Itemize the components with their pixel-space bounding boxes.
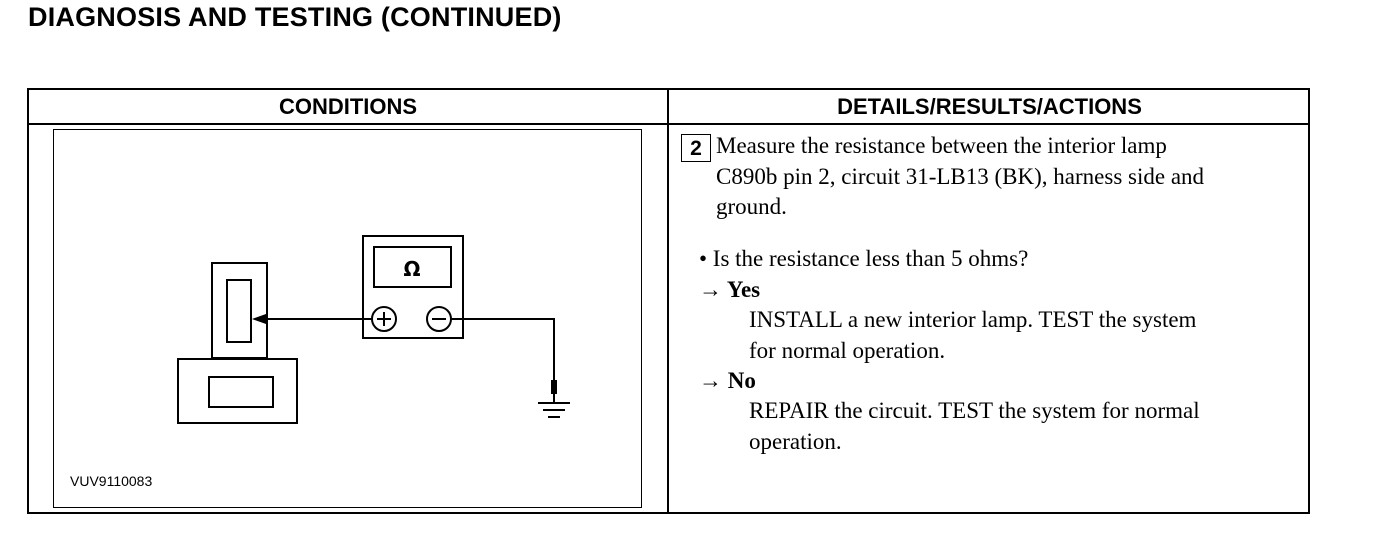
ground-icon bbox=[538, 402, 570, 418]
ohmmeter-display bbox=[373, 246, 452, 288]
probe-tip bbox=[252, 314, 266, 324]
negative-test-lead bbox=[451, 318, 555, 388]
ground-probe bbox=[551, 380, 557, 394]
yes-action: INSTALL a new interior lamp. TEST the sy… bbox=[749, 307, 1197, 363]
procedure-table: CONDITIONS DETAILS/RESULTS/ACTIONS Ω bbox=[27, 88, 1310, 514]
ohm-symbol: Ω bbox=[403, 257, 420, 281]
step-instruction: Measure the resistance between the inter… bbox=[716, 133, 1205, 219]
lamp-connector-body bbox=[211, 262, 268, 359]
conditions-header: CONDITIONS bbox=[278, 94, 418, 119]
connector-pin-cavity bbox=[226, 279, 252, 343]
no-branch-label: → No bbox=[699, 368, 756, 393]
column-divider bbox=[667, 90, 669, 512]
step-number-badge: 2 bbox=[681, 134, 711, 162]
details-header: DETAILS/RESULTS/ACTIONS bbox=[837, 94, 1142, 119]
figure-id: VUV9110083 bbox=[70, 473, 153, 489]
ohmmeter-body bbox=[362, 235, 464, 339]
no-action: REPAIR the circuit. TEST the system for … bbox=[749, 398, 1200, 454]
wiring-diagram-figure: Ω VUV9110083 bbox=[53, 129, 642, 508]
test-question: • Is the resistance less than 5 ohms? bbox=[699, 246, 1029, 271]
lamp-lens bbox=[208, 376, 274, 408]
yes-branch-label: → Yes bbox=[699, 277, 761, 302]
interior-lamp-housing bbox=[177, 358, 298, 424]
ohmmeter-test-diagram: Ω bbox=[177, 235, 570, 424]
page-title: DIAGNOSIS AND TESTING (CONTINUED) bbox=[28, 2, 562, 32]
